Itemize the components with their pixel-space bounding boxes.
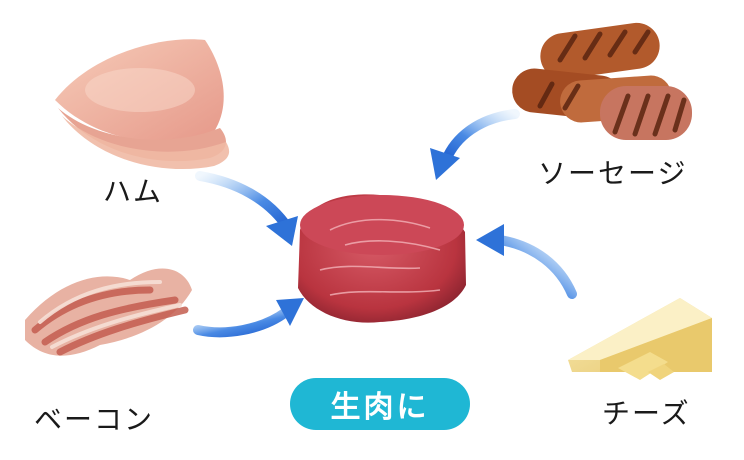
arrow-sausage-to-meat: [430, 109, 520, 180]
label-ham: ハム: [103, 175, 164, 208]
arrow-cheese-to-meat: [476, 224, 577, 299]
bacon-image: [25, 268, 192, 356]
raw-meat-image: [298, 194, 466, 323]
ham-image: [55, 39, 230, 170]
arrow-ham-to-meat: [195, 171, 298, 246]
sausage-image: [512, 22, 692, 140]
arrow-bacon-to-meat: [193, 298, 304, 338]
label-bacon: ベーコン: [34, 403, 155, 436]
label-sausage: ソーセージ: [538, 157, 688, 190]
cheese-image: [568, 298, 712, 380]
raw-meat-pill: 生肉に: [290, 378, 470, 430]
label-cheese: チーズ: [602, 397, 691, 430]
